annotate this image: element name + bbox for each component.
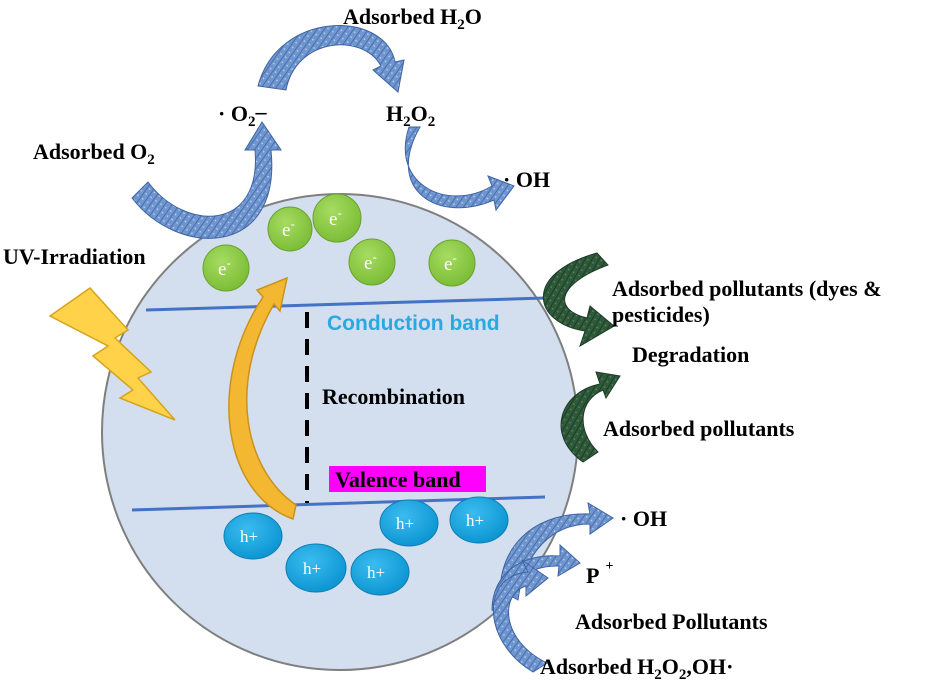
electron: e- [428,239,476,287]
hole: h+ [285,543,347,593]
recombination-label: Recombination [322,384,465,409]
electron: e- [202,244,250,292]
oh-bottom-label: · OH [620,506,667,531]
adsorbed-o2-label: Adsorbed O2 [33,139,155,168]
svg-text:e-: e- [329,205,342,230]
svg-text:h+: h+ [303,559,321,578]
p-plus-label: P+ [586,559,613,588]
adsorbed-pollutants-label: Adsorbed pollutants [603,416,795,441]
conduction-band-label: Conduction band [327,312,500,335]
svg-text:e-: e- [282,216,295,241]
conduction-band-line [145,296,546,312]
arrow-superoxide-to-h2o2 [257,25,405,93]
degradation-label: Degradation [632,342,749,367]
svg-text:e-: e- [444,250,457,275]
arrow-pollutants-in [542,252,615,348]
lightning-icon [48,287,176,421]
svg-text:h+: h+ [466,511,484,530]
valence-band-highlight [329,466,486,492]
adsorbed-h2o-label: Adsorbed H2O [343,4,482,33]
hole: h+ [350,548,410,596]
svg-text:h+: h+ [367,563,385,582]
hole: h+ [449,496,509,544]
svg-text:h+: h+ [240,527,258,546]
excitation-arrow [228,276,297,520]
svg-text:e-: e- [364,249,377,274]
superoxide-label: · O2– [218,99,267,130]
arrow-o2-to-superoxide [131,121,282,239]
hole: h+ [223,512,283,560]
hole: h+ [379,499,439,547]
valence-band-label: Valence band [335,467,461,492]
electron: e- [267,206,313,252]
electron: e- [348,238,396,286]
electron: e- [312,193,362,243]
adsorbed-pollutants-caps-label: Adsorbed Pollutants [575,609,768,634]
arrow-degradation-out [560,371,621,463]
pollutants-dyes-label-line1: Adsorbed pollutants (dyes & [612,276,882,301]
oh-top-label: · OH [503,167,550,192]
adsorbed-h2o2-oh-label: Adsorbed H2O2,OH· [540,654,733,683]
arrow-from-h2o2-oh [492,559,549,673]
pollutants-dyes-label-line2: pesticides) [612,302,710,327]
uv-irradiation-label: UV-Irradiation [3,244,146,269]
svg-text:h+: h+ [396,514,414,533]
arrow-h2o2-to-oh [404,126,515,212]
h2o2-label: H2O2 [386,101,435,130]
svg-text:e-: e- [218,255,231,280]
